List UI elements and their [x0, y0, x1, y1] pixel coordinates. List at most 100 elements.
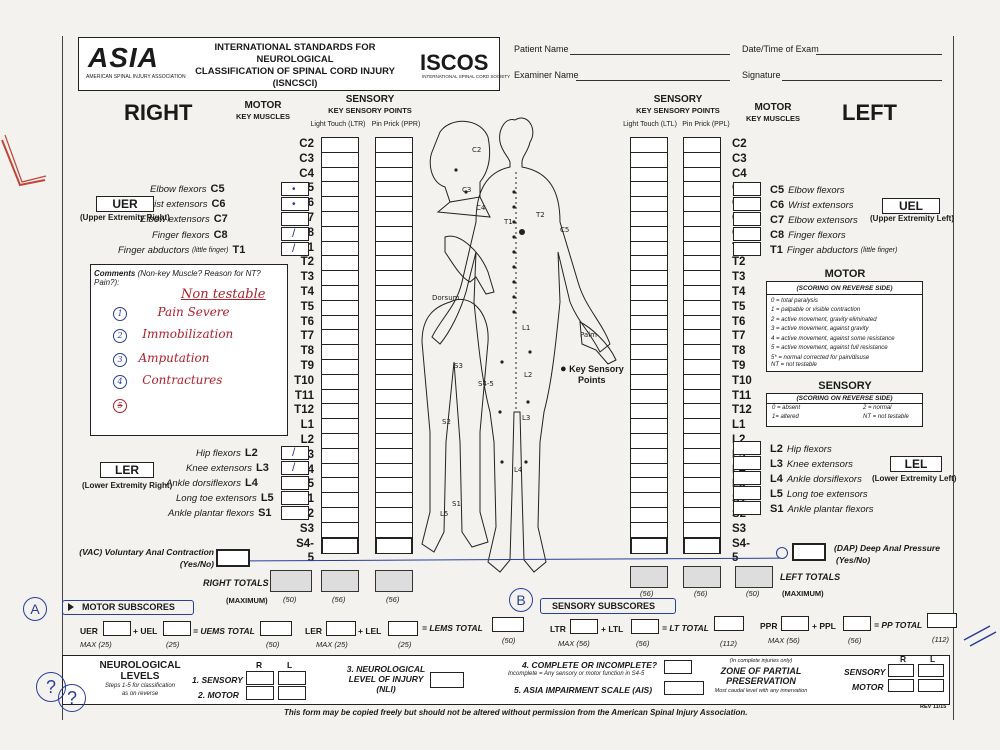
right-lt-cell-t12[interactable]: [321, 403, 359, 419]
right-pp-cell-s4-5[interactable]: [375, 536, 413, 553]
left-motor-total[interactable]: [735, 566, 773, 588]
left-pp-cell-t12[interactable]: [683, 403, 721, 419]
left-pp-cell-s4-5[interactable]: [683, 536, 721, 553]
left-lt-cell-l3[interactable]: [630, 447, 668, 463]
right-lt-cell-s3[interactable]: [321, 521, 359, 537]
signature-field[interactable]: [782, 80, 942, 81]
right-lt-cell-l5[interactable]: [321, 477, 359, 493]
right-lt-cell-t4[interactable]: [321, 284, 359, 300]
left-lt-cell-t7[interactable]: [630, 329, 668, 345]
left-pp-cell-t1[interactable]: [683, 240, 721, 256]
left-lt-cell-t8[interactable]: [630, 344, 668, 359]
right-lt-cell-t10[interactable]: [321, 373, 359, 389]
right-pp-cell-t4[interactable]: [375, 284, 413, 300]
left-motor-cell-s1[interactable]: [733, 501, 761, 515]
examiner-name-field[interactable]: [576, 80, 730, 81]
right-pp-cell-c2[interactable]: [375, 137, 413, 152]
left-lt-cell-t1[interactable]: [630, 240, 668, 256]
right-pp-cell-s2[interactable]: [375, 506, 413, 522]
ppl-sub-input[interactable]: [843, 616, 871, 631]
right-lt-cell-t9[interactable]: [321, 358, 359, 374]
left-lt-cell-c3[interactable]: [630, 151, 668, 167]
vac-input[interactable]: [216, 549, 250, 567]
right-lt-cell-t11[interactable]: [321, 388, 359, 404]
left-pp-cell-t7[interactable]: [683, 329, 721, 345]
nli-input[interactable]: [430, 672, 464, 688]
right-lt-total[interactable]: [321, 570, 359, 592]
left-pp-cell-t3[interactable]: [683, 270, 721, 285]
right-pp-cell-t11[interactable]: [375, 388, 413, 404]
left-motor-cell-c6[interactable]: [733, 197, 761, 211]
left-lt-cell-s1[interactable]: [630, 492, 668, 507]
left-lt-cell-c8[interactable]: [630, 225, 668, 241]
left-lt-cell-c6[interactable]: [630, 196, 668, 211]
zpp-sensory-r[interactable]: [888, 664, 914, 677]
left-lt-cell-l4[interactable]: [630, 462, 668, 478]
left-lt-cell-s3[interactable]: [630, 521, 668, 537]
left-pp-cell-t9[interactable]: [683, 358, 721, 374]
left-lt-cell-t12[interactable]: [630, 403, 668, 419]
right-pp-cell-l2[interactable]: [375, 432, 413, 448]
left-lt-total[interactable]: [630, 566, 668, 588]
right-lt-cell-c5[interactable]: [321, 181, 359, 197]
uer-sub-input[interactable]: [103, 621, 131, 636]
zpp-sensory-l[interactable]: [918, 664, 944, 677]
right-lt-cell-c6[interactable]: [321, 196, 359, 211]
left-pp-cell-t8[interactable]: [683, 344, 721, 359]
comments-box[interactable]: Comments (Non-key Muscle? Reason for NT?…: [90, 264, 288, 436]
right-pp-cell-s1[interactable]: [375, 492, 413, 507]
right-pp-cell-c5[interactable]: [375, 181, 413, 197]
left-pp-cell-l4[interactable]: [683, 462, 721, 478]
left-lt-cell-t6[interactable]: [630, 314, 668, 330]
right-motor-cell-l3[interactable]: /: [281, 460, 309, 475]
right-lt-cell-c2[interactable]: [321, 137, 359, 152]
right-pp-cell-l4[interactable]: [375, 462, 413, 478]
left-pp-cell-l1[interactable]: [683, 418, 721, 433]
left-pp-cell-l3[interactable]: [683, 447, 721, 463]
left-pp-cell-s2[interactable]: [683, 506, 721, 522]
right-lt-cell-c3[interactable]: [321, 151, 359, 167]
left-lt-cell-l1[interactable]: [630, 418, 668, 433]
complete-input[interactable]: [664, 660, 692, 674]
left-pp-cell-t11[interactable]: [683, 388, 721, 404]
right-motor-cell-s1[interactable]: [281, 506, 309, 520]
right-lt-cell-c4[interactable]: [321, 166, 359, 182]
right-lt-cell-l4[interactable]: [321, 462, 359, 478]
left-pp-cell-s3[interactable]: [683, 521, 721, 537]
right-motor-total[interactable]: [270, 570, 312, 592]
right-lt-cell-c7[interactable]: [321, 210, 359, 226]
left-lt-cell-l2[interactable]: [630, 432, 668, 448]
ppr-sub-input[interactable]: [781, 616, 809, 631]
left-lt-cell-t10[interactable]: [630, 373, 668, 389]
right-pp-cell-t10[interactable]: [375, 373, 413, 389]
right-pp-cell-c4[interactable]: [375, 166, 413, 182]
left-pp-cell-c3[interactable]: [683, 151, 721, 167]
ltr-sub-input[interactable]: [570, 619, 598, 634]
left-pp-cell-c7[interactable]: [683, 210, 721, 226]
left-motor-cell-l2[interactable]: [733, 441, 761, 455]
left-pp-cell-t2[interactable]: [683, 255, 721, 271]
right-pp-cell-c7[interactable]: [375, 210, 413, 226]
right-lt-cell-c8[interactable]: [321, 225, 359, 241]
right-motor-cell-c7[interactable]: [281, 212, 309, 226]
right-pp-cell-l5[interactable]: [375, 477, 413, 493]
right-pp-total[interactable]: [375, 570, 413, 592]
right-pp-cell-t8[interactable]: [375, 344, 413, 359]
left-pp-cell-l5[interactable]: [683, 477, 721, 493]
right-motor-cell-t1[interactable]: /: [281, 241, 309, 256]
left-lt-cell-s2[interactable]: [630, 506, 668, 522]
zpp-motor-r[interactable]: [888, 679, 914, 692]
right-lt-cell-t1[interactable]: [321, 240, 359, 256]
right-pp-cell-t9[interactable]: [375, 358, 413, 374]
left-pp-cell-t5[interactable]: [683, 299, 721, 315]
left-motor-cell-c7[interactable]: [733, 212, 761, 226]
neuro-motor-l[interactable]: [278, 686, 306, 700]
right-motor-cell-c5[interactable]: •: [281, 182, 309, 196]
right-lt-cell-t7[interactable]: [321, 329, 359, 345]
left-lt-cell-t5[interactable]: [630, 299, 668, 315]
right-lt-cell-t5[interactable]: [321, 299, 359, 315]
right-pp-cell-l3[interactable]: [375, 447, 413, 463]
left-lt-cell-c2[interactable]: [630, 137, 668, 152]
right-pp-cell-t5[interactable]: [375, 299, 413, 315]
left-pp-cell-t6[interactable]: [683, 314, 721, 330]
